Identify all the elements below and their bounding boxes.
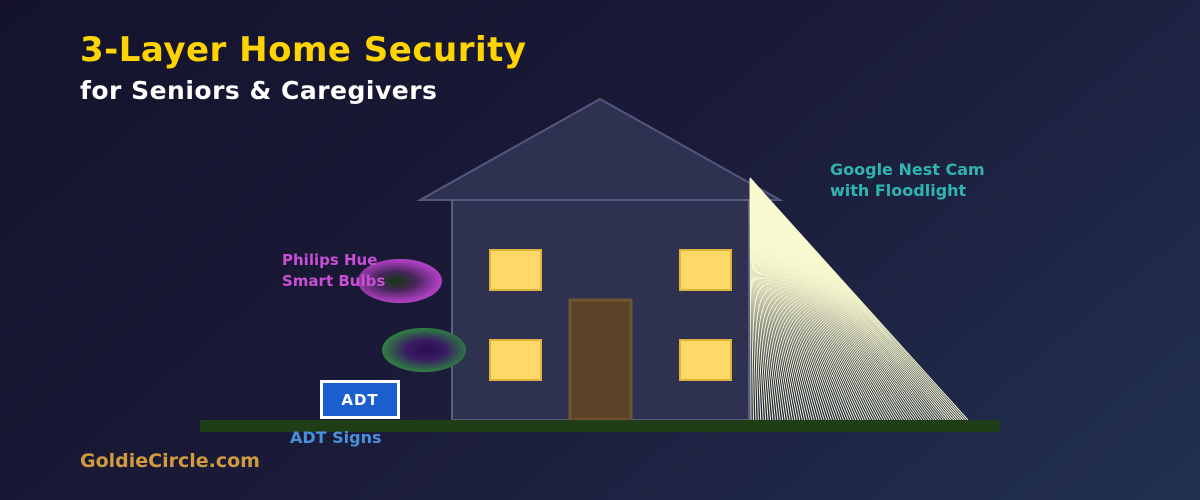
front-door bbox=[568, 298, 633, 422]
page-subtitle: for Seniors & Caregivers bbox=[80, 76, 438, 105]
smart-bulbs-label: Philips Hue Smart Bulbs bbox=[282, 250, 385, 292]
window-bottom-left bbox=[489, 339, 542, 381]
smart-bulbs-label-line1: Philips Hue bbox=[282, 251, 378, 269]
adt-yard-sign: ADT bbox=[320, 380, 400, 419]
smart-bulbs-label-line2: Smart Bulbs bbox=[282, 272, 386, 290]
brand-url: GoldieCircle.com bbox=[80, 450, 260, 472]
nest-cam-label-line2: with Floodlight bbox=[830, 181, 967, 200]
house-roof bbox=[416, 97, 784, 201]
smart-bulb-glow-green bbox=[382, 328, 466, 372]
ground-strip bbox=[200, 420, 1000, 432]
page-title: 3-Layer Home Security bbox=[80, 30, 527, 70]
nest-cam-label: Google Nest Cam with Floodlight bbox=[830, 159, 985, 201]
smart-bulb-glow-magenta bbox=[358, 259, 442, 303]
nest-cam-label-line1: Google Nest Cam bbox=[830, 160, 985, 179]
window-top-right bbox=[679, 249, 732, 291]
window-top-left bbox=[489, 249, 542, 291]
floodlight-beam bbox=[749, 177, 969, 421]
adt-yard-sign-text: ADT bbox=[341, 390, 379, 409]
window-bottom-right bbox=[679, 339, 732, 381]
adt-signs-caption: ADT Signs bbox=[290, 428, 382, 447]
